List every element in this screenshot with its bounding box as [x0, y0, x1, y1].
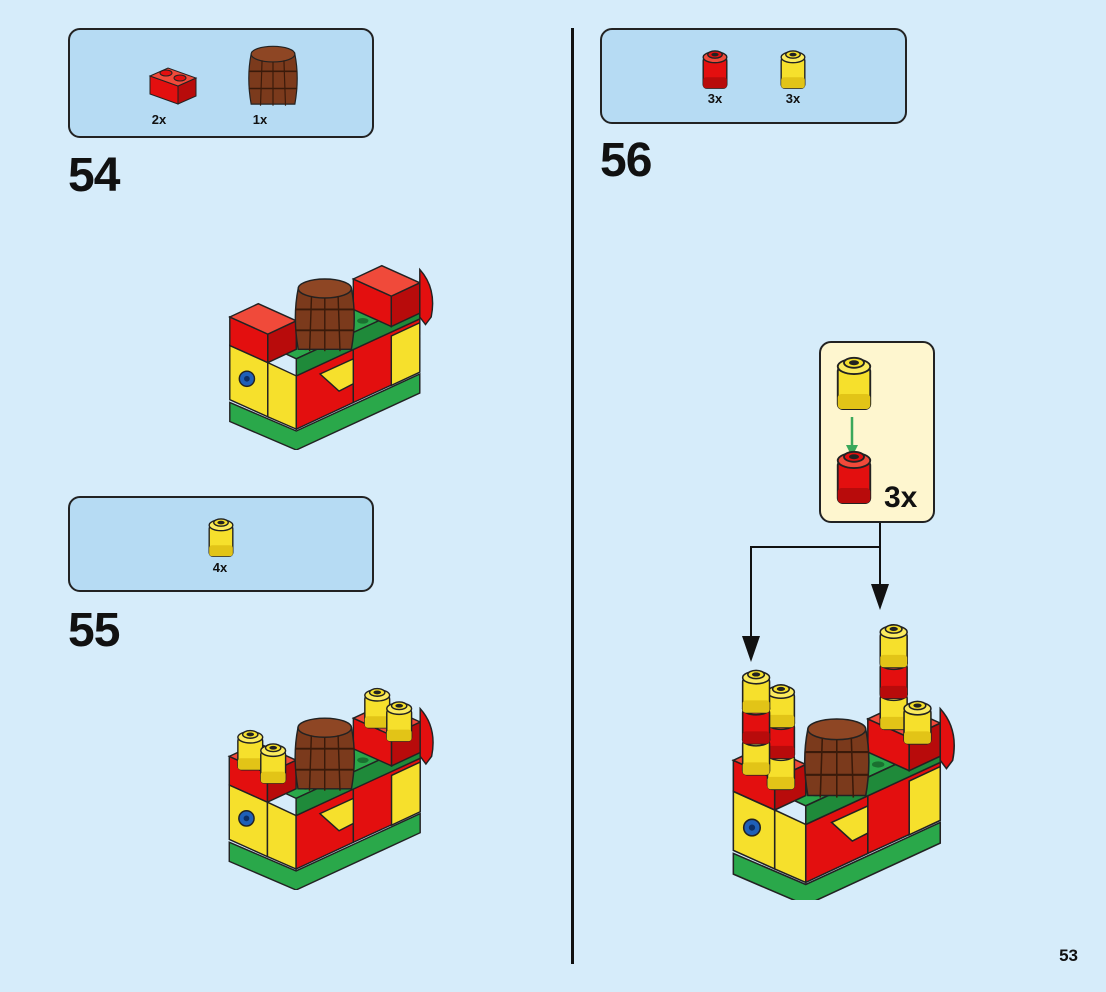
step-56-model: [728, 600, 958, 900]
page-number: 53: [1059, 946, 1078, 966]
